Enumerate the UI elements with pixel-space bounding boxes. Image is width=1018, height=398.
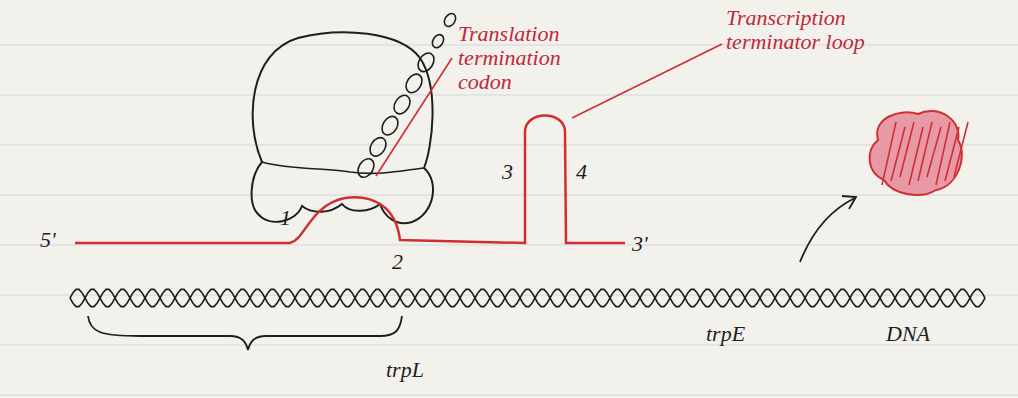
ruled-line [0,244,1018,245]
amino-acid-bead [355,156,377,180]
leader-line [376,58,452,176]
ruled-line [0,394,1018,395]
callout-label: Translation termination codon [458,22,586,95]
region-number: 3 [502,160,513,184]
molecule-label: DNA [886,322,930,346]
leader-line [572,44,722,118]
protein [870,111,968,195]
ruled-line [0,94,1018,95]
gene-label: trpL [386,358,424,382]
amino-acid-bead [391,92,413,116]
region-number: 1 [280,206,291,230]
amino-acid-bead [379,114,401,138]
region-number: 4 [576,160,587,184]
region-number: 2 [392,250,403,274]
ribosome-subunit-line [262,162,424,173]
ruled-lines [0,45,1018,395]
gene-label: trpE [706,322,745,346]
arrowhead [842,196,856,209]
end-label: 3' [632,232,648,256]
ruled-line [0,144,1018,145]
amino-acid-bead [403,71,425,95]
arrow [800,198,855,262]
amino-acid-bead [430,33,446,50]
peptide-chain [355,11,458,180]
ruled-line [0,194,1018,195]
callout-label: Transcription terminator loop [726,6,898,54]
amino-acid-bead [442,11,458,28]
amino-acid-bead [367,135,389,159]
end-label: 5' [40,228,56,252]
ruled-line [0,344,1018,345]
bracket [88,316,402,350]
dna-helix [70,289,985,306]
mrna-strand [75,116,625,244]
dna-helix [70,289,985,306]
ruled-line [0,294,1018,295]
ribosome [252,32,433,223]
amino-acid-bead [415,50,437,74]
